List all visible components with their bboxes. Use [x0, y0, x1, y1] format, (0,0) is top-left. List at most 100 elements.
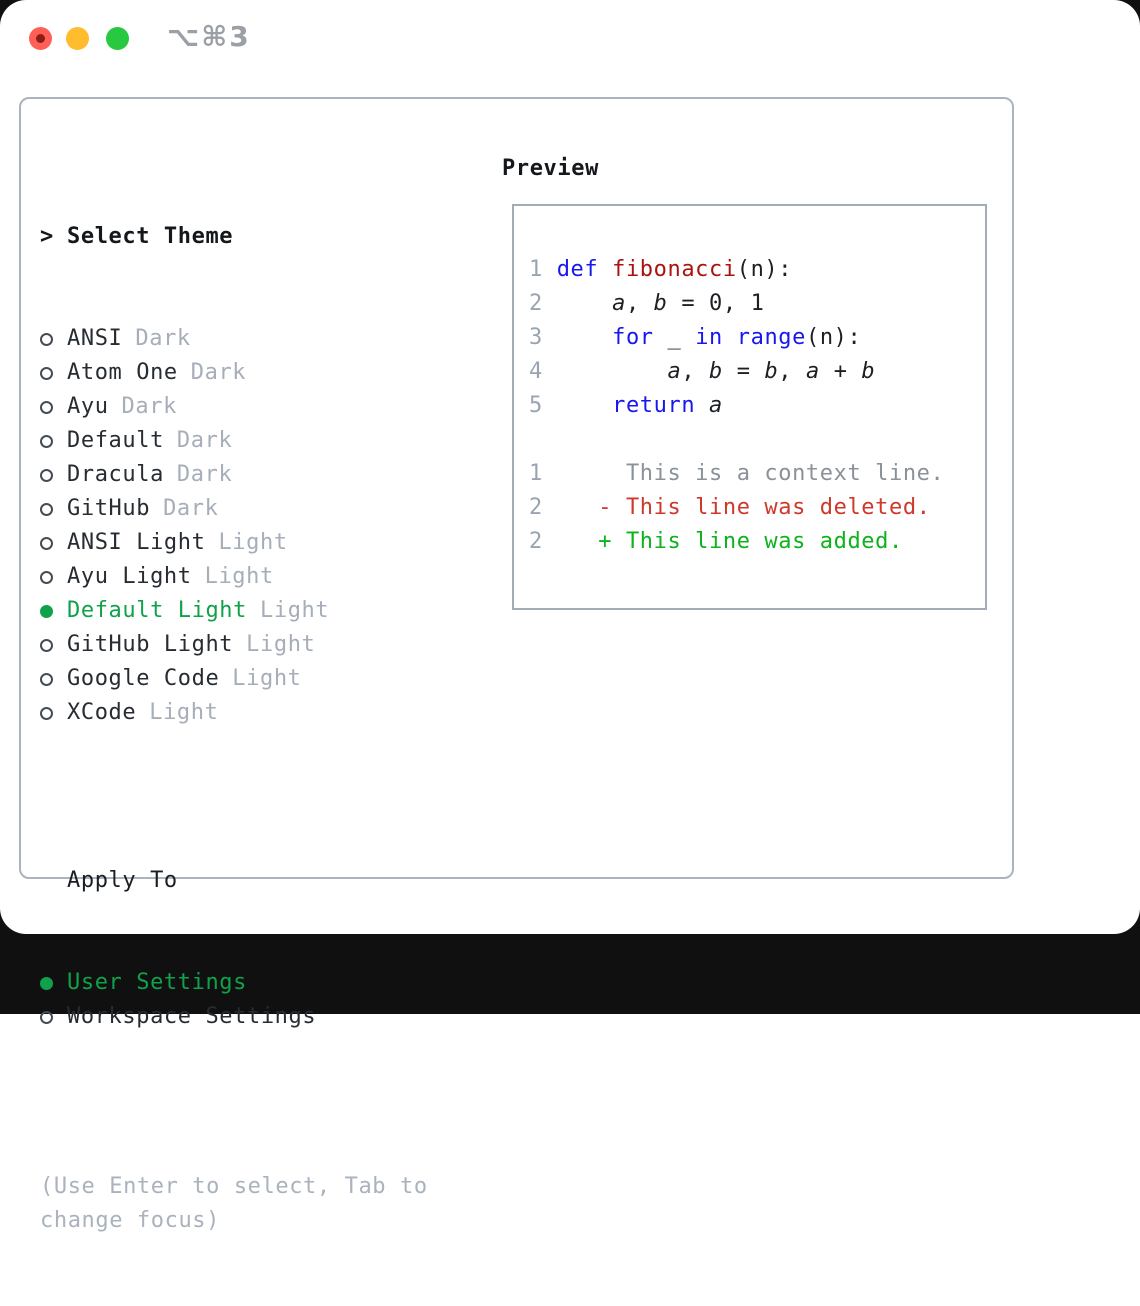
theme-variant-label: Light [260, 598, 330, 623]
code-segment: (n): [736, 257, 793, 282]
code-segment [723, 325, 737, 350]
code-line: 2 + This line was added. [529, 525, 985, 559]
keyboard-hint: (Use Enter to select, Tab to change focu… [40, 1174, 428, 1233]
code-line: 2 - This line was deleted. [529, 491, 985, 525]
line-number: 1 [529, 257, 557, 282]
code-segment [557, 325, 612, 350]
minimize-button[interactable] [66, 27, 89, 50]
theme-variant-label: Dark [163, 496, 219, 521]
option-label: Ayu [67, 394, 109, 419]
radio-selected-icon [40, 604, 53, 618]
code-segment [543, 461, 626, 486]
theme-option[interactable]: Default Dark [40, 424, 475, 458]
code-segment: in [695, 325, 723, 350]
zoom-button[interactable] [106, 27, 129, 50]
code-segment: b [861, 359, 876, 384]
theme-variant-label: Dark [190, 360, 247, 385]
code-segment: , [778, 359, 806, 384]
line-number: 2 [529, 529, 543, 554]
line-number: 4 [529, 359, 557, 384]
option-label: Default [67, 428, 164, 453]
code-segment: = [722, 359, 765, 384]
line-number: 1 [529, 461, 543, 486]
option-label: ANSI [67, 326, 123, 351]
option-label: XCode [67, 700, 137, 725]
code-segment: _ [653, 325, 696, 350]
code-segment: b [653, 291, 668, 316]
theme-option[interactable]: ANSI Dark [40, 322, 475, 356]
code-segment: a [612, 291, 626, 316]
code-segment [598, 257, 612, 282]
radio-icon [40, 1010, 53, 1024]
option-label: Google Code [67, 666, 220, 691]
theme-option[interactable]: ANSI Light Light [40, 526, 475, 560]
theme-variant-label: Dark [176, 428, 233, 453]
code-segment: This is a context line. [625, 461, 945, 486]
code-line: 3 for _ in range(n): [529, 321, 985, 355]
option-label: Dracula [67, 462, 164, 487]
radio-icon [40, 672, 53, 686]
close-button[interactable] [29, 27, 52, 50]
code-segment: (n): [805, 325, 862, 350]
radio-icon [40, 400, 53, 414]
theme-option[interactable]: XCode Light [40, 696, 475, 730]
theme-variant-label: Dark [176, 462, 233, 487]
theme-variant-label: Light [218, 530, 288, 555]
code-segment: = 0, 1 [667, 291, 765, 316]
preview-title: Preview [502, 156, 599, 181]
code-line: 1 This is a context line. [529, 457, 985, 491]
code-segment: , [625, 291, 654, 316]
option-label: Ayu Light [67, 564, 192, 589]
apply-to-title: Apply To [67, 868, 178, 893]
theme-option[interactable]: Default Light Light [40, 594, 475, 628]
code-line: 1 def fibonacci(n): [529, 253, 985, 287]
theme-list-header: > Select Theme [40, 220, 475, 254]
code-segment: a [806, 359, 820, 384]
code-segment [543, 529, 598, 554]
apply-to-option[interactable]: Workspace Settings [40, 1000, 475, 1034]
theme-option[interactable]: Dracula Dark [40, 458, 475, 492]
theme-variant-label: Light [149, 700, 219, 725]
option-label: GitHub Light [67, 632, 234, 657]
code-segment: range [736, 325, 806, 350]
code-blank-line [529, 423, 985, 457]
radio-icon [40, 502, 53, 516]
option-label: Default Light [67, 598, 247, 623]
theme-variant-label: Dark [135, 326, 191, 351]
radio-icon [40, 434, 53, 448]
radio-icon [40, 638, 53, 652]
code-segment: b [764, 359, 779, 384]
code-segment: - This line was deleted. [598, 495, 931, 520]
line-number: 5 [529, 393, 557, 418]
code-segment: def [556, 257, 599, 282]
radio-icon [40, 366, 53, 380]
line-number: 2 [529, 291, 557, 316]
option-label: Workspace Settings [67, 1004, 317, 1029]
code-segment: for [612, 325, 654, 350]
code-segment [695, 393, 709, 418]
code-line: 2 a, b = 0, 1 [529, 287, 985, 321]
radio-icon [40, 536, 53, 550]
code-line: 5 return a [529, 389, 985, 423]
apply-to-option[interactable]: User Settings [40, 966, 475, 1000]
radio-selected-icon [40, 976, 53, 990]
option-label: ANSI Light [67, 530, 206, 555]
code-segment: + [819, 359, 862, 384]
code-segment: , [681, 359, 710, 384]
line-number: 3 [529, 325, 557, 350]
code-segment: a [709, 393, 723, 418]
code-segment [543, 495, 598, 520]
line-number: 2 [529, 495, 543, 520]
code-segment [557, 291, 612, 316]
